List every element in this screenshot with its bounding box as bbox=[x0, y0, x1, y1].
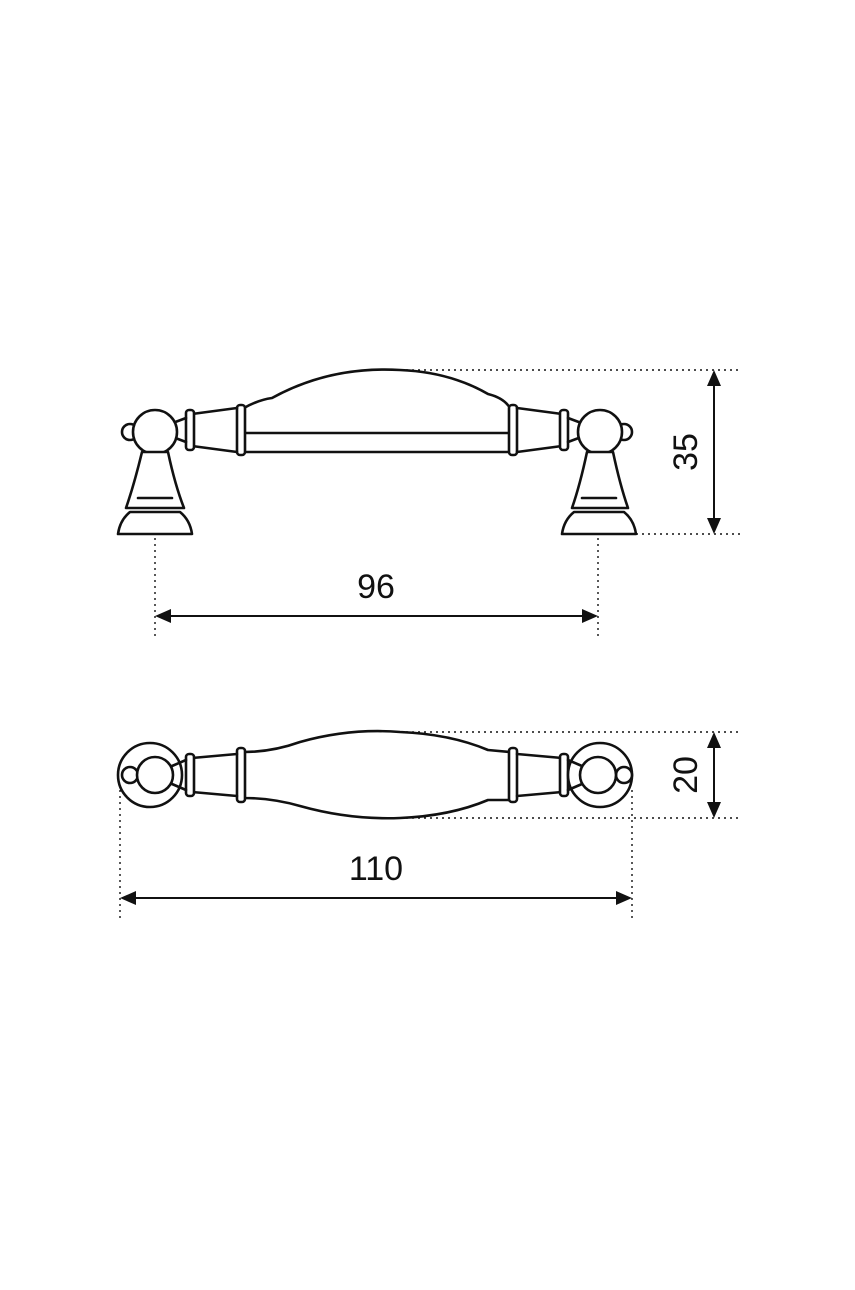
height-label: 35 bbox=[667, 433, 705, 471]
top-right-rosette bbox=[566, 741, 634, 809]
hole-spacing-dimension: 96 bbox=[154, 538, 599, 636]
front-view-handle bbox=[116, 368, 638, 536]
top-left-rosette bbox=[116, 741, 188, 809]
overall-length-dimension: 110 bbox=[119, 790, 633, 918]
depth-dimension: 20 bbox=[400, 731, 740, 819]
top-view-handle bbox=[116, 729, 634, 820]
front-right-post bbox=[560, 408, 638, 536]
hole-spacing-label: 96 bbox=[357, 568, 395, 606]
overall-length-label: 110 bbox=[349, 850, 403, 888]
height-dimension: 35 bbox=[400, 369, 740, 535]
depth-label: 20 bbox=[667, 756, 705, 794]
front-left-post bbox=[116, 408, 194, 536]
